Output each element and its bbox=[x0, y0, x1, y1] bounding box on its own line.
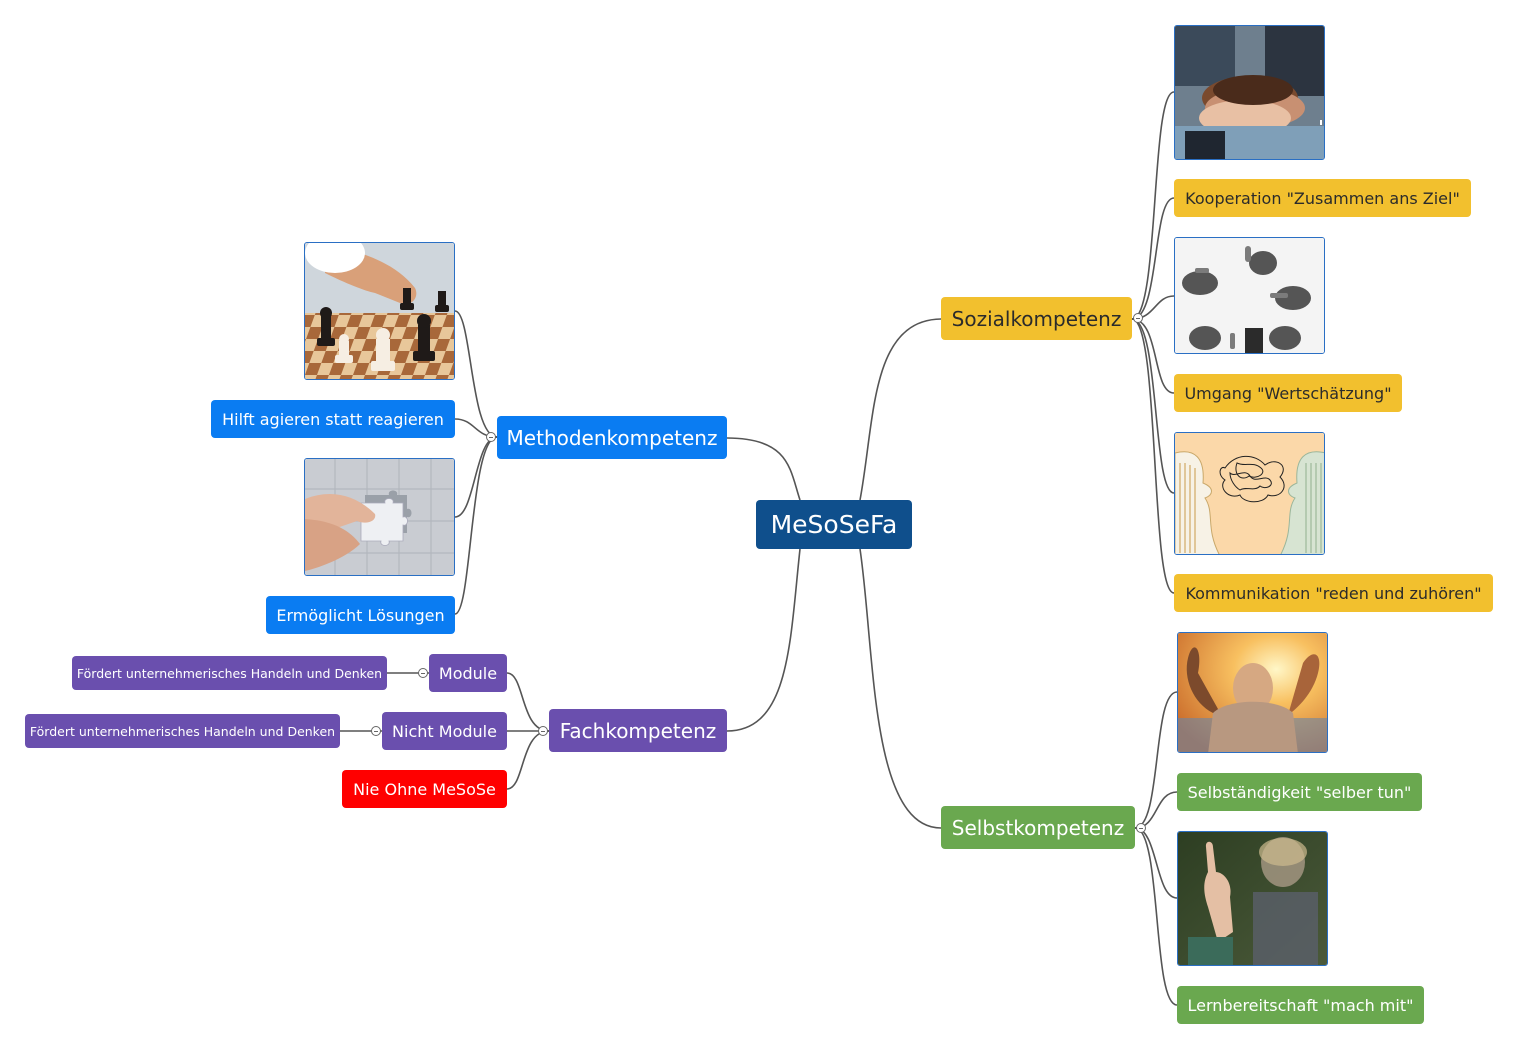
lernbereitschaft-node[interactable]: Lernbereitschaft "mach mit" bbox=[1177, 986, 1424, 1024]
edge-fach-module bbox=[506, 672, 550, 732]
module-node[interactable]: Module bbox=[429, 654, 507, 692]
edge-selbst-lernbereitschaft bbox=[1134, 827, 1178, 1006]
edge-root-methoden bbox=[726, 437, 801, 501]
edge-methoden-ermoeglicht bbox=[454, 436, 498, 615]
kommunikation-node[interactable]: Kommunikation "reden und zuhören" bbox=[1174, 574, 1493, 612]
sunset-person-image-icon[interactable] bbox=[1177, 632, 1328, 753]
umgang-node[interactable]: Umgang "Wertschätzung" bbox=[1174, 374, 1402, 412]
edge-root-sozial bbox=[859, 318, 942, 501]
two-heads-image-icon[interactable] bbox=[1174, 432, 1325, 555]
edge-fach-nie bbox=[506, 730, 550, 790]
collapse-nicht-module-icon[interactable] bbox=[371, 726, 381, 736]
topic-sozialkompetenz[interactable]: Sozialkompetenz bbox=[941, 297, 1132, 340]
module-note-node[interactable]: Fördert unternehmerisches Handeln und De… bbox=[72, 656, 387, 690]
nicht-module-note-node[interactable]: Fördert unternehmerisches Handeln und De… bbox=[25, 714, 340, 748]
nicht-module-node[interactable]: Nicht Module bbox=[382, 712, 507, 750]
collapse-module-icon[interactable] bbox=[418, 668, 428, 678]
puzzle-image-icon[interactable] bbox=[304, 458, 455, 576]
selbststaendigkeit-node[interactable]: Selbständigkeit "selber tun" bbox=[1177, 773, 1422, 811]
image-caption-text: ​ bbox=[1320, 120, 1322, 125]
topic-selbstkompetenz[interactable]: Selbstkompetenz bbox=[941, 806, 1135, 849]
edge-sozial-img1 bbox=[1131, 91, 1175, 320]
edge-selbst-img2 bbox=[1134, 827, 1178, 899]
collapse-methoden-icon[interactable] bbox=[486, 432, 496, 442]
collapse-fach-icon[interactable] bbox=[538, 726, 548, 736]
hilft-agieren-node[interactable]: Hilft agieren statt reagieren bbox=[211, 400, 455, 438]
edge-methoden-chess bbox=[454, 310, 498, 438]
topic-fachkompetenz[interactable]: Fachkompetenz bbox=[549, 709, 727, 752]
topic-methodenkompetenz[interactable]: Methodenkompetenz bbox=[497, 416, 727, 459]
edge-root-selbst bbox=[859, 548, 942, 829]
ermoeglicht-loesungen-node[interactable]: Ermöglicht Lösungen bbox=[266, 596, 455, 634]
kooperation-node[interactable]: Kooperation "Zusammen ans Ziel" bbox=[1174, 179, 1471, 217]
collapse-sozial-icon[interactable] bbox=[1133, 313, 1143, 323]
raised-hand-image-icon[interactable] bbox=[1177, 831, 1328, 966]
root-topic[interactable]: MeSoSeFa bbox=[756, 500, 912, 549]
thumbs-circle-image-icon[interactable] bbox=[1174, 237, 1325, 354]
collapse-selbst-icon[interactable] bbox=[1136, 823, 1146, 833]
edge-methoden-puzzle bbox=[454, 436, 498, 518]
edge-selbst-img1 bbox=[1134, 691, 1178, 829]
edge-sozial-img3 bbox=[1131, 318, 1175, 494]
nie-ohne-mesose-node[interactable]: Nie Ohne MeSoSe bbox=[342, 770, 507, 808]
edge-root-fach bbox=[726, 548, 801, 732]
chess-image-icon[interactable] bbox=[304, 242, 455, 380]
stacked-hands-image-icon[interactable]: ​ bbox=[1174, 25, 1325, 160]
edge-sozial-kommunikation bbox=[1131, 318, 1175, 594]
